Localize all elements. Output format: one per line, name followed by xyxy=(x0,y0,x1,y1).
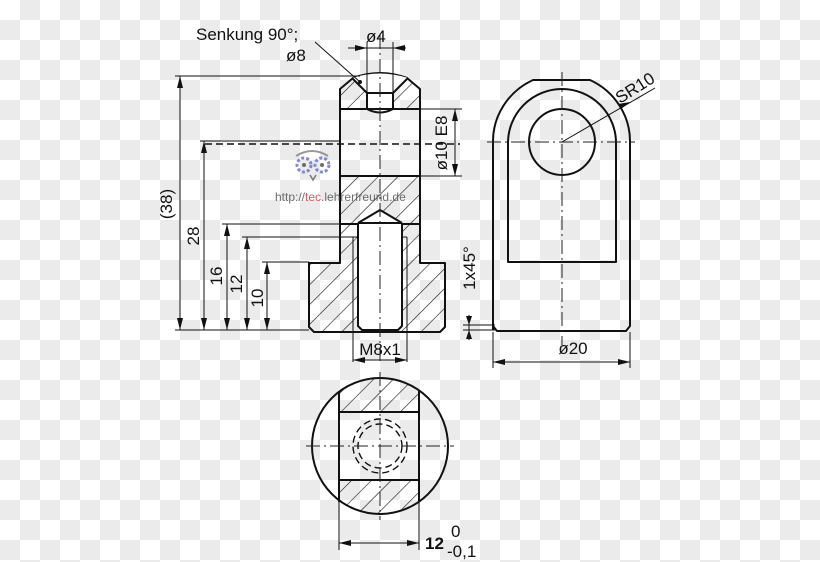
thread-annotation: M8x1 xyxy=(353,340,407,363)
hole-diameter-label: ø4 xyxy=(366,27,386,46)
dim-10-label: 10 xyxy=(248,289,267,308)
watermark: http://tec.lehrerfreund.de xyxy=(275,150,406,204)
lower-body-outline xyxy=(308,176,446,333)
side-view: SR10 xyxy=(487,69,658,345)
width-upper-tolerance: 0 xyxy=(451,522,460,541)
side-inner-slot xyxy=(507,88,617,263)
dim-12-label: 12 xyxy=(227,275,246,294)
thread-label: M8x1 xyxy=(359,340,401,359)
width-nominal-label: 12 xyxy=(425,534,444,553)
front-section-view xyxy=(205,35,460,365)
outer-diameter-label: ø20 xyxy=(558,339,587,358)
width-annotation: 12 0 -0,1 xyxy=(338,502,476,561)
dim-28-label: 28 xyxy=(184,227,203,246)
sphere-radius-label: SR10 xyxy=(612,69,658,108)
countersink-diameter-label: ø8 xyxy=(286,46,306,65)
owl-gear-icon xyxy=(295,150,331,182)
chamfer-annotation: 1x45° xyxy=(460,246,495,340)
dim-16-label: 16 xyxy=(207,267,226,286)
hole-diameter-annotation: ø4 xyxy=(348,27,406,93)
dim-38-label: (38) xyxy=(157,189,176,219)
chamfer-label: 1x45° xyxy=(460,246,479,290)
height-dimensions: (38) 28 16 12 10 xyxy=(157,75,360,331)
countersink-label: Senkung 90°; xyxy=(196,25,298,44)
watermark-url: http://tec.lehrerfreund.de xyxy=(275,190,406,204)
outer-diameter-annotation: ø20 xyxy=(492,332,631,368)
bore-fit-annotation: ø10 E8 xyxy=(420,108,462,177)
width-lower-tolerance: -0,1 xyxy=(447,542,476,561)
bore-fit-label: ø10 E8 xyxy=(432,116,451,171)
side-outline xyxy=(491,79,632,332)
bottom-view xyxy=(306,372,454,520)
countersink-annotation: Senkung 90°; ø8 xyxy=(196,25,362,84)
